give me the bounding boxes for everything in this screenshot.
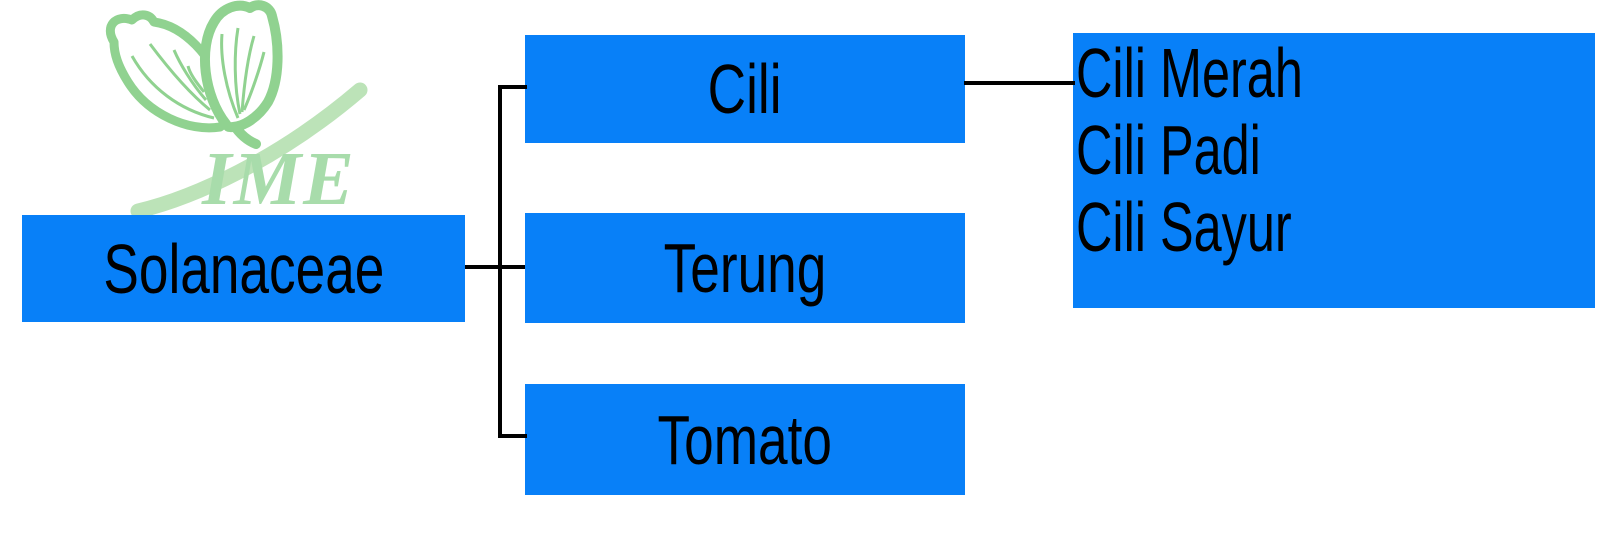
- node-label: Solanaceae: [102, 229, 385, 308]
- variety-line: Cili Padi: [1073, 112, 1595, 189]
- variety-line: Cili Sayur: [1073, 189, 1595, 266]
- connector-trunk-vertical: [498, 85, 502, 438]
- leaf-icon: [105, 0, 283, 149]
- variety-label: Cili Sayur: [1076, 188, 1292, 266]
- node-label: Cili: [708, 50, 782, 128]
- brand-text: IME: [201, 137, 356, 220]
- connector-trunk-to-cili: [498, 85, 527, 89]
- connector-root-to-trunk: [465, 265, 525, 269]
- connector-cili-to-varieties: [964, 81, 1075, 85]
- node-solanaceae: Solanaceae: [22, 215, 465, 322]
- node-label: Tomato: [657, 400, 833, 479]
- connector-trunk-to-tomato: [498, 434, 527, 438]
- varieties-box: Cili Merah Cili Padi Cili Sayur: [1073, 33, 1595, 308]
- node-label: Terung: [663, 229, 827, 307]
- variety-label: Cili Merah: [1076, 34, 1303, 112]
- node-tomato: Tomato: [525, 384, 965, 495]
- variety-label: Cili Padi: [1076, 111, 1261, 189]
- variety-line: Cili Merah: [1073, 35, 1595, 112]
- ime-logo: IME: [105, 0, 368, 220]
- swoosh-stroke: [130, 82, 368, 219]
- node-cili: Cili: [525, 35, 965, 143]
- node-terung: Terung: [525, 213, 965, 323]
